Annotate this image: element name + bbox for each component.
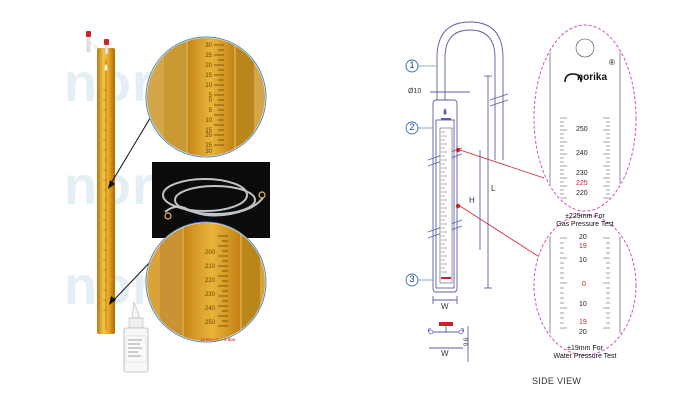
dimension-W-front: W xyxy=(441,302,449,311)
scale-number: 210 xyxy=(205,264,216,270)
scale-number: 200 xyxy=(205,250,216,256)
scale-number: 230 xyxy=(205,292,216,298)
scale-number: 0 xyxy=(209,98,213,104)
dimension-H: H xyxy=(469,196,475,205)
water-caption-line1: ±19mm For xyxy=(567,345,603,352)
water-scale-number: 10 xyxy=(579,257,587,264)
brand-name: norika xyxy=(577,72,608,83)
scale-number: 15 xyxy=(205,73,212,79)
scale-number: 240 xyxy=(205,306,216,312)
callout-number: 1 xyxy=(409,60,415,70)
gas-scale-number: 250 xyxy=(576,126,588,133)
water-scale-number: 20 xyxy=(579,329,587,336)
scale-number: 25 xyxy=(205,143,212,149)
gas-caption-line2: Gas Pressure Test xyxy=(556,221,614,228)
diameter-label: Ø10 xyxy=(408,88,422,95)
water-scale-number: 0 xyxy=(582,281,586,288)
gas-scale-number: 225 xyxy=(576,180,588,187)
gas-caption-line1: ±225mm For xyxy=(565,213,605,220)
callout-number: 2 xyxy=(409,122,415,132)
water-scale-number: 19 xyxy=(579,243,587,250)
dimension-W-base: W xyxy=(441,349,449,358)
side-view-label: SIDE VIEW xyxy=(532,376,582,386)
scale-number: 30 xyxy=(205,43,212,49)
gas-scale-number: 220 xyxy=(576,190,588,197)
scale-number: 5 xyxy=(209,108,213,114)
scale-number: 10 xyxy=(205,83,212,89)
water-scale-number: 19 xyxy=(579,319,587,326)
callout-number: 3 xyxy=(409,274,415,284)
registered-mark: ® xyxy=(609,58,615,67)
gas-caption: ±225mm For Gas Pressure Test xyxy=(540,213,630,229)
scale-number: 10 xyxy=(205,118,212,124)
water-scale-number: 20 xyxy=(579,234,587,241)
scale-number: 5 xyxy=(209,93,213,99)
scale-number: 20 xyxy=(205,133,212,139)
water-caption: ±19mm For Water Pressure Test xyxy=(540,345,630,361)
scale-number: 30 xyxy=(205,149,212,155)
gas-scale-number: 230 xyxy=(576,170,588,177)
scale-number: 15 xyxy=(205,128,212,134)
water-caption-line2: Water Pressure Test xyxy=(553,353,617,360)
scale-number: 20 xyxy=(205,63,212,69)
dimension-L: L xyxy=(491,184,496,193)
scale-number: 250 xyxy=(205,320,216,326)
gas-scale-number: 240 xyxy=(576,150,588,157)
dimension-base-height: 9.6 xyxy=(464,337,470,346)
scale-number: 25 xyxy=(205,53,212,59)
water-scale-number: 10 xyxy=(579,301,587,308)
unit-label: 1mmH₂O = 9.8pa xyxy=(201,337,236,342)
scale-number: 220 xyxy=(205,278,216,284)
